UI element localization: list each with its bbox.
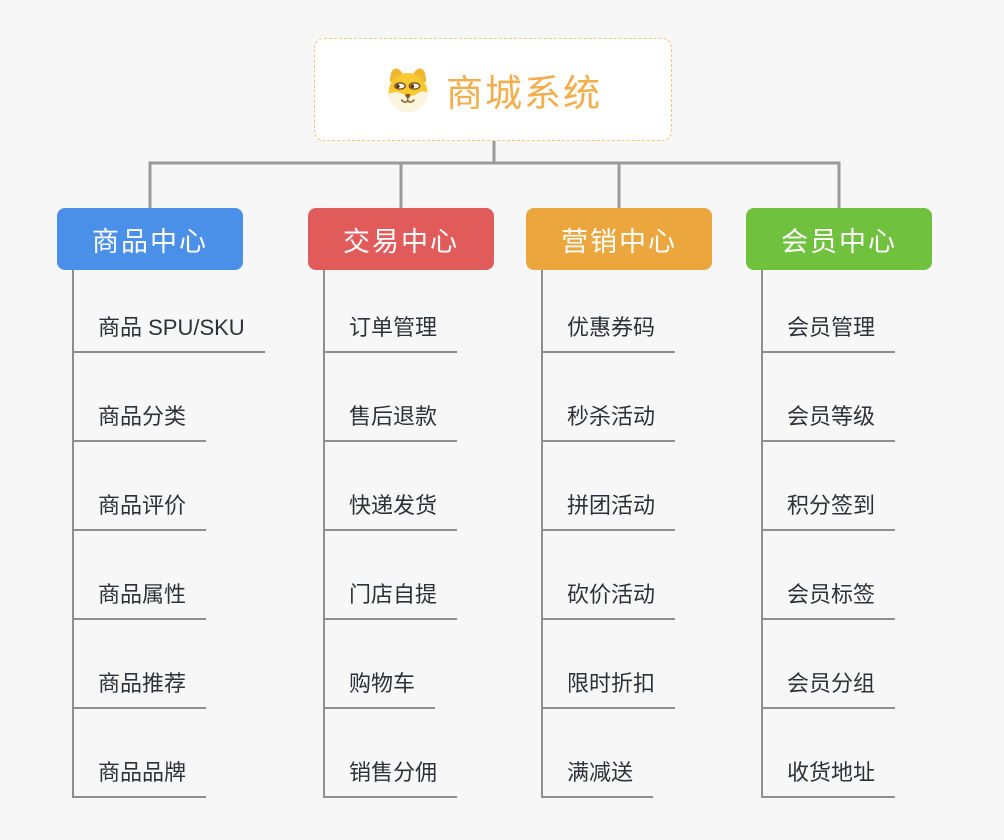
branch-label: 营销中心 bbox=[561, 226, 677, 257]
leaf-node: 收货地址 bbox=[763, 709, 932, 798]
leaf-node: 会员等级 bbox=[763, 353, 932, 442]
branch-node-trade-center[interactable]: 交易中心 bbox=[308, 208, 494, 270]
leaf-label[interactable]: 限时折扣 bbox=[543, 666, 676, 709]
branch-group-product-center: 商品中心商品 SPU/SKU 商品分类商品评价商品属性商品推荐商品品牌 bbox=[57, 208, 265, 798]
leaf-label[interactable]: 拼团活动 bbox=[543, 488, 676, 531]
branch-node-product-center[interactable]: 商品中心 bbox=[57, 208, 243, 270]
leaf-node: 商品评价 bbox=[74, 442, 243, 531]
leaf-node: 订单管理 bbox=[325, 270, 494, 353]
leaf-label[interactable]: 会员标签 bbox=[763, 577, 896, 620]
leaf-label[interactable]: 收货地址 bbox=[763, 755, 896, 798]
leaf-label[interactable]: 砍价活动 bbox=[543, 577, 676, 620]
leaf-label[interactable]: 积分签到 bbox=[763, 488, 896, 531]
leaf-node: 砍价活动 bbox=[543, 531, 712, 620]
leaf-label[interactable]: 商品 SPU/SKU bbox=[74, 310, 265, 353]
leaf-label[interactable]: 会员管理 bbox=[763, 310, 896, 353]
leaf-label[interactable]: 会员等级 bbox=[763, 399, 896, 442]
leaf-node: 优惠券码 bbox=[543, 270, 712, 353]
leaf-node: 商品 SPU/SKU bbox=[74, 270, 265, 353]
leaf-node: 会员管理 bbox=[763, 270, 932, 353]
leaf-node: 拼团活动 bbox=[543, 442, 712, 531]
leaf-node: 商品推荐 bbox=[74, 620, 243, 709]
leaf-label[interactable]: 售后退款 bbox=[325, 399, 458, 442]
leaf-node: 会员分组 bbox=[763, 620, 932, 709]
branch-label: 会员中心 bbox=[781, 226, 897, 257]
leaf-node: 商品属性 bbox=[74, 531, 243, 620]
leaf-list-product-center: 商品 SPU/SKU 商品分类商品评价商品属性商品推荐商品品牌 bbox=[72, 270, 265, 798]
leaf-label[interactable]: 商品推荐 bbox=[74, 666, 207, 709]
branch-group-trade-center: 交易中心订单管理售后退款快递发货门店自提购物车销售分佣 bbox=[308, 208, 494, 798]
branch-group-marketing-center: 营销中心优惠券码秒杀活动拼团活动砍价活动限时折扣满减送 bbox=[526, 208, 712, 798]
leaf-node: 售后退款 bbox=[325, 353, 494, 442]
dog-face-icon bbox=[388, 68, 428, 112]
leaf-label[interactable]: 满减送 bbox=[543, 755, 654, 798]
branch-label: 交易中心 bbox=[343, 226, 459, 257]
leaf-label[interactable]: 商品属性 bbox=[74, 577, 207, 620]
branch-group-member-center: 会员中心会员管理会员等级积分签到会员标签会员分组收货地址 bbox=[746, 208, 932, 798]
root-title: 商城系统 bbox=[446, 72, 602, 114]
leaf-node: 购物车 bbox=[325, 620, 494, 709]
leaf-label[interactable]: 商品评价 bbox=[74, 488, 207, 531]
leaf-label[interactable]: 订单管理 bbox=[325, 310, 458, 353]
branch-node-marketing-center[interactable]: 营销中心 bbox=[526, 208, 712, 270]
branch-node-member-center[interactable]: 会员中心 bbox=[746, 208, 932, 270]
leaf-node: 积分签到 bbox=[763, 442, 932, 531]
leaf-label[interactable]: 商品品牌 bbox=[74, 755, 207, 798]
leaf-label[interactable]: 购物车 bbox=[325, 666, 436, 709]
leaf-node: 秒杀活动 bbox=[543, 353, 712, 442]
leaf-label[interactable]: 商品分类 bbox=[74, 399, 207, 442]
leaf-list-trade-center: 订单管理售后退款快递发货门店自提购物车销售分佣 bbox=[323, 270, 494, 798]
leaf-node: 会员标签 bbox=[763, 531, 932, 620]
root-node[interactable]: 商城系统 bbox=[314, 38, 672, 141]
leaf-label[interactable]: 会员分组 bbox=[763, 666, 896, 709]
leaf-node: 满减送 bbox=[543, 709, 712, 798]
leaf-label[interactable]: 门店自提 bbox=[325, 577, 458, 620]
root-branch-connector bbox=[148, 140, 841, 208]
leaf-node: 快递发货 bbox=[325, 442, 494, 531]
leaf-node: 门店自提 bbox=[325, 531, 494, 620]
leaf-label[interactable]: 优惠券码 bbox=[543, 310, 676, 353]
leaf-list-marketing-center: 优惠券码秒杀活动拼团活动砍价活动限时折扣满减送 bbox=[541, 270, 712, 798]
leaf-label[interactable]: 秒杀活动 bbox=[543, 399, 676, 442]
leaf-node: 销售分佣 bbox=[325, 709, 494, 798]
leaf-label[interactable]: 销售分佣 bbox=[325, 755, 458, 798]
leaf-label[interactable]: 快递发货 bbox=[325, 488, 458, 531]
leaf-list-member-center: 会员管理会员等级积分签到会员标签会员分组收货地址 bbox=[761, 270, 932, 798]
leaf-node: 商品分类 bbox=[74, 353, 243, 442]
branch-label: 商品中心 bbox=[92, 226, 208, 257]
leaf-node: 商品品牌 bbox=[74, 709, 243, 798]
leaf-node: 限时折扣 bbox=[543, 620, 712, 709]
